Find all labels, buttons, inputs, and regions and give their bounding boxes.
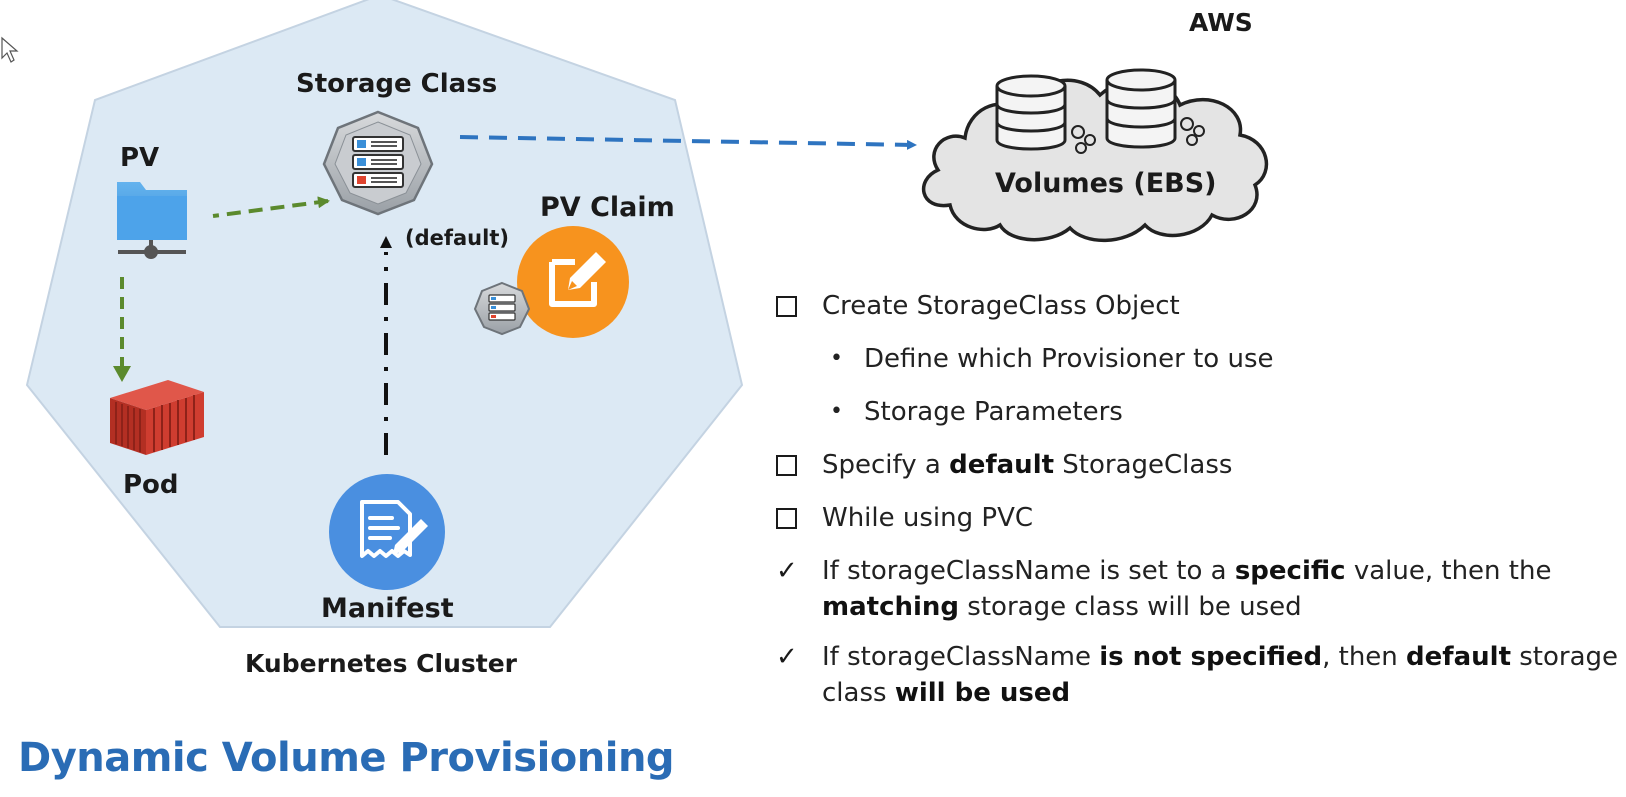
kubernetes-cluster-boundary [25, 0, 744, 628]
checkbox-square-icon [776, 447, 816, 486]
bullet-text-segment: StorageClass [1054, 450, 1233, 480]
bullet-text: Storage Parameters [864, 397, 1123, 427]
bullet-item: Create StorageClass Object [776, 288, 1626, 324]
bullet-text-segment: storage class will be used [959, 592, 1302, 622]
bullet-text-bold: matching [822, 592, 960, 622]
bullet-text-segment: While using PVC [822, 503, 1034, 533]
creates-pv-arrow [212, 196, 330, 218]
bullet-text-bold: will be used [894, 678, 1071, 708]
bullet-text-segment: Specify a [822, 450, 950, 480]
ebs-volume-icon [995, 74, 1096, 154]
bullet-text-segment: , then [1322, 642, 1407, 672]
checkbox-square-icon [776, 288, 816, 327]
bullet-dot-icon: • [830, 346, 843, 371]
pod-container-icon [110, 380, 204, 455]
bullet-text-segment: value, then the [1345, 556, 1552, 586]
bullet-text: While using PVC [822, 503, 1033, 533]
bullet-text: Specify a default StorageClass [822, 450, 1232, 480]
pv-claim-icon [517, 226, 629, 338]
pv-folder-icon [117, 182, 187, 259]
pod-label: Pod [123, 470, 179, 500]
checkmark-icon: ✓ [776, 556, 798, 586]
bullet-text-segment: Create StorageClass Object [822, 291, 1180, 321]
bullet-text-segment: storage class [822, 642, 1619, 708]
bullet-dot-icon: • [830, 399, 843, 424]
manifest-label: Manifest [321, 593, 454, 624]
bullet-text: Create StorageClass Object [822, 291, 1180, 321]
pv-claim-label: PV Claim [540, 192, 675, 223]
bullet-list: Create StorageClass Object • Define which … [776, 288, 1626, 728]
provision-arrow [459, 135, 917, 150]
manifest-document-icon [329, 474, 445, 590]
bullet-text: Define which Provisioner to use [864, 344, 1274, 374]
bullet-text-bold: is not specified [1099, 642, 1323, 672]
bullet-item: • Storage Parameters [776, 394, 1626, 430]
aws-cloud-icon [921, 78, 1269, 243]
bullet-item: Specify a default StorageClass [776, 447, 1626, 483]
checkbox-square-icon [776, 500, 816, 539]
bullet-item: While using PVC [776, 500, 1626, 536]
mouse-cursor-icon [1, 36, 19, 63]
bullet-text-segment: If storageClassName is set to a [822, 556, 1235, 586]
bullet-text-segment: Define which Provisioner to use [864, 344, 1274, 374]
bullet-text: If storageClassName is not specified, th… [822, 642, 1618, 708]
storage-class-icon [322, 110, 434, 216]
bullet-text-bold: default [949, 450, 1055, 480]
bullet-text-bold: specific [1234, 556, 1346, 586]
page-title: Dynamic Volume Provisioning [18, 735, 675, 781]
storage-class-label: Storage Class [296, 69, 498, 99]
bullet-text-segment: If storageClassName [822, 642, 1100, 672]
ebs-volume-icon [1105, 68, 1205, 149]
bullet-text: If storageClassName is set to a specific… [822, 556, 1551, 622]
aws-label: AWS [1189, 8, 1253, 37]
bullet-item: ✓ If storageClassName is set to a specifi… [776, 553, 1626, 625]
default-label: (default) [405, 226, 509, 250]
volumes-ebs-label: Volumes (EBS) [995, 168, 1217, 199]
bullet-item: • Define which Provisioner to use [776, 341, 1626, 377]
bullet-text-segment: Storage Parameters [864, 397, 1123, 427]
pv-label: PV [120, 143, 160, 173]
pv-claim-storage-class-badge-icon [473, 281, 531, 336]
bullet-text-bold: default [1406, 642, 1511, 672]
kubernetes-cluster-label: Kubernetes Cluster [245, 649, 517, 678]
checkmark-icon: ✓ [776, 642, 798, 672]
bullet-item: ✓ If storageClassName is not specified, t… [776, 639, 1626, 711]
